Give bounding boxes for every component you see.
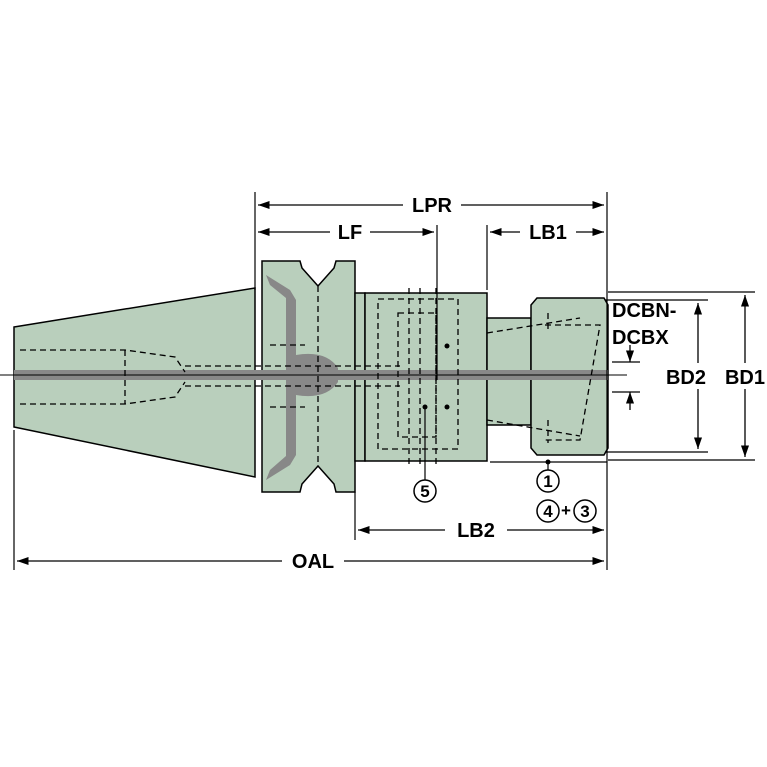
lf-label: LF [338,222,362,244]
dcbx-label: DCBX [612,327,669,349]
dcbn-label: DCBN- [612,300,676,322]
svg-text:4: 4 [543,502,553,521]
callout-plus: + [561,501,571,520]
callout-leaders [424,407,549,480]
lb2-label: LB2 [457,520,495,542]
svg-text:3: 3 [580,502,589,521]
bd2-label: BD2 [666,367,706,389]
bd1-label: BD1 [725,367,765,389]
callout-1: 1 [536,469,560,493]
lpr-label: LPR [412,195,453,217]
callout-3: 3 [573,499,597,523]
svg-text:1: 1 [543,472,552,491]
oal-label: OAL [292,551,334,573]
callout-4: 4 [536,499,560,523]
hidden-lines [20,286,601,466]
svg-text:5: 5 [420,482,429,501]
lb1-label: LB1 [529,222,567,244]
taper-shank [13,287,256,478]
callout-5: 5 [413,479,437,503]
label-backgrounds [282,193,576,573]
